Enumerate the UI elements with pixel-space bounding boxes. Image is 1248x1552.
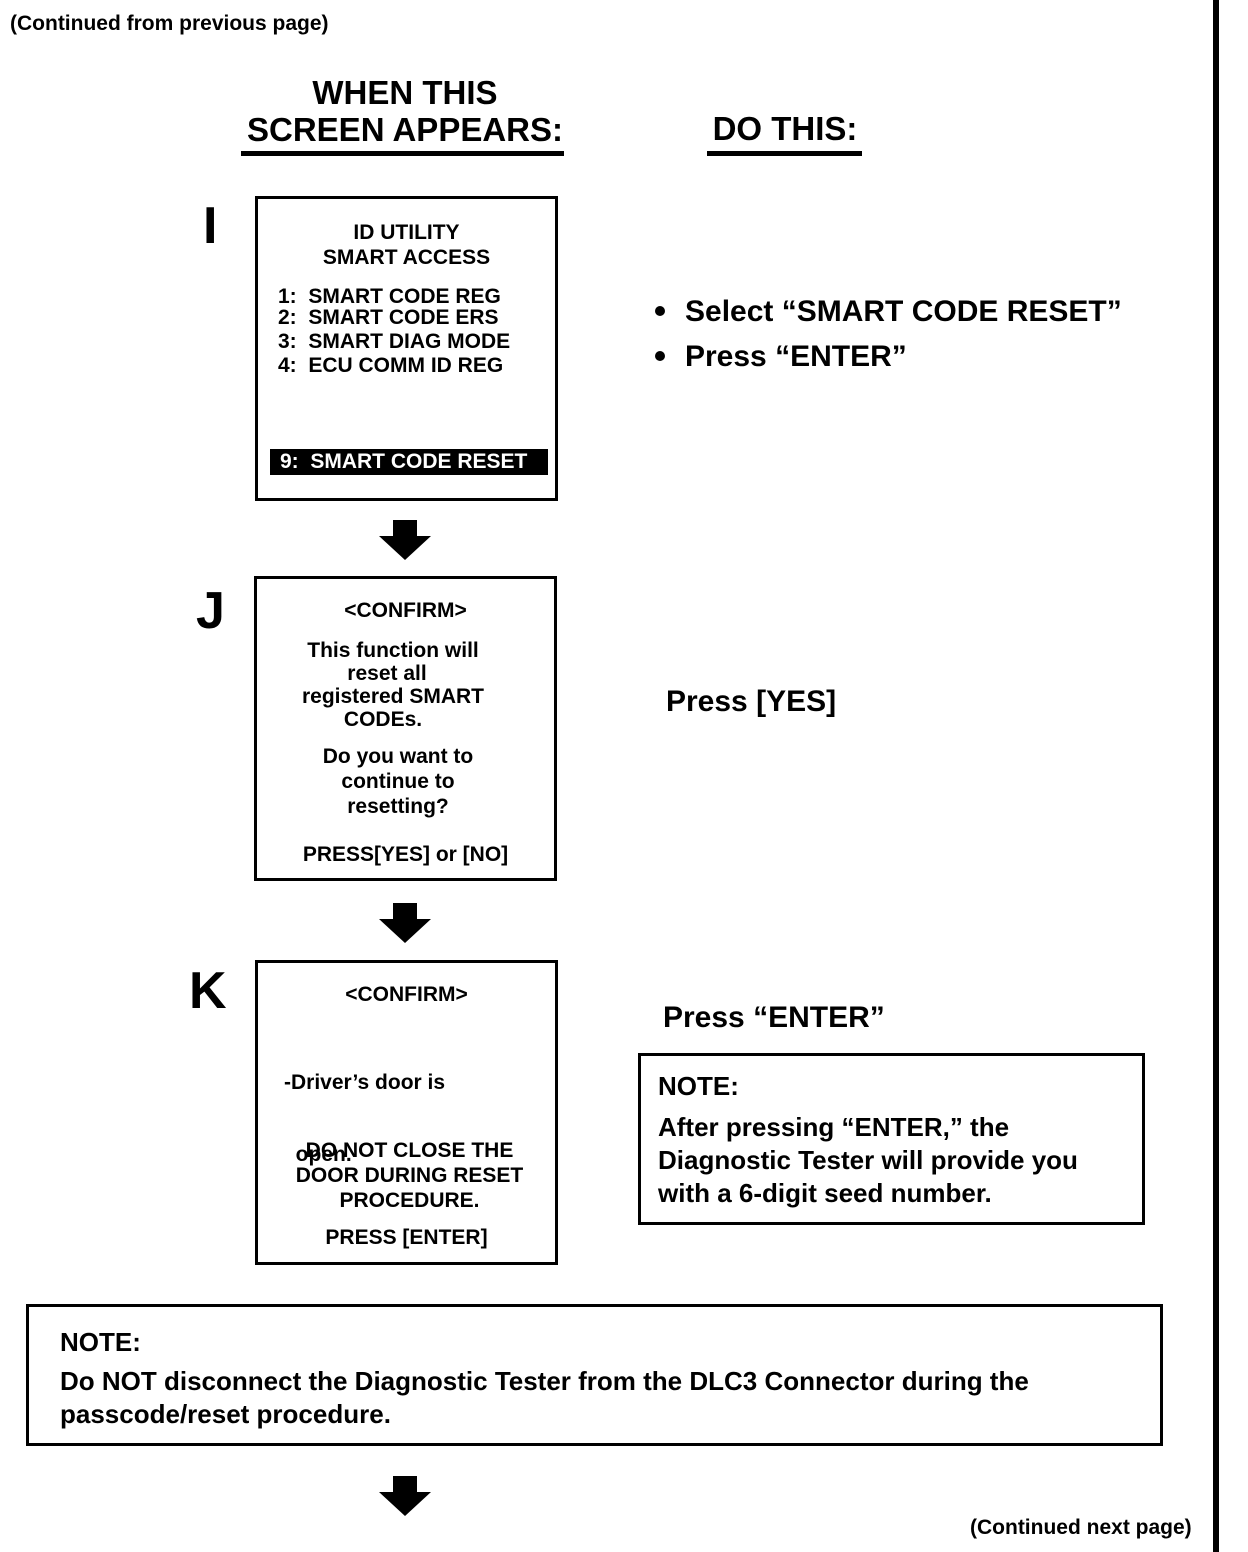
note-body-line: passcode/reset procedure. xyxy=(60,1399,391,1429)
bullet-icon xyxy=(655,306,665,317)
confirm-footer-enter[interactable]: PRESS [ENTER] xyxy=(325,1226,488,1249)
warning-line: PROCEDURE. xyxy=(339,1189,480,1212)
continued-next-label: (Continued next page) xyxy=(970,1516,1192,1539)
confirm-footer-yes-no[interactable]: PRESS[YES] or [NO] xyxy=(302,843,509,866)
confirm-message-2-line: resetting? xyxy=(347,795,449,818)
menu-item-smart-code-reset-selected[interactable]: 9: SMART CODE RESET xyxy=(270,449,548,475)
step-letter-j: J xyxy=(196,582,225,640)
note-title: NOTE: xyxy=(658,1071,739,1101)
screen-id-utility: ID UTILITY SMART ACCESS 1: SMART CODE RE… xyxy=(255,196,558,501)
instruction-i-1: Select “SMART CODE RESET” xyxy=(655,294,1122,330)
note-body-line: Diagnostic Tester will provide you xyxy=(658,1145,1078,1175)
do-not-close-warning: DO NOT CLOSE THE DOOR DURING RESET PROCE… xyxy=(258,1138,561,1213)
note-body: Do NOT disconnect the Diagnostic Tester … xyxy=(60,1365,1029,1431)
confirm-message-2: Do you want to continue to resetting? xyxy=(257,744,539,819)
confirm-message-1-line: CODEs. xyxy=(343,708,423,731)
screen-title-2: SMART ACCESS xyxy=(322,246,491,269)
step-letter-i: I xyxy=(203,197,218,255)
warning-line: DO NOT CLOSE THE xyxy=(305,1139,514,1162)
note-body: After pressing “ENTER,” the Diagnostic T… xyxy=(658,1111,1078,1210)
bullet-icon xyxy=(655,351,665,362)
header-left-underline xyxy=(241,151,564,156)
door-open-message: -Driver’s door is open. xyxy=(284,1023,445,1215)
instruction-list-i: Select “SMART CODE RESET” Press “ENTER” xyxy=(655,294,1122,375)
note-box-seed: NOTE: After pressing “ENTER,” the Diagno… xyxy=(638,1053,1145,1225)
header-when-screen-appears: WHEN THIS SCREEN APPEARS: xyxy=(240,74,570,148)
confirm-message-2-line: Do you want to xyxy=(322,745,474,768)
instruction-j: Press [YES] xyxy=(666,685,837,718)
screen-confirm-reset: <CONFIRM> This function will reset all r… xyxy=(254,576,557,881)
confirm-message-1: This function will reset all registered … xyxy=(257,639,529,731)
screen-title-1: ID UTILITY xyxy=(353,221,460,244)
screen-confirm-door: <CONFIRM> -Driver’s door is open. DO NOT… xyxy=(255,960,558,1265)
door-open-message-line: open. xyxy=(284,1143,352,1166)
down-arrow-icon xyxy=(379,520,431,560)
header-right-underline xyxy=(707,151,862,156)
note-body-line: After pressing “ENTER,” the xyxy=(658,1112,1010,1142)
note-box-do-not-disconnect: NOTE: Do NOT disconnect the Diagnostic T… xyxy=(26,1304,1163,1446)
confirm-message-1-line: registered SMART xyxy=(301,685,485,708)
step-letter-k: K xyxy=(189,962,227,1020)
menu-item-smart-diag-mode[interactable]: 3: SMART DIAG MODE xyxy=(278,330,511,353)
confirm-message-1-line: reset all xyxy=(347,662,427,685)
down-arrow-icon xyxy=(379,903,431,943)
door-open-message-line: -Driver’s door is xyxy=(284,1071,446,1094)
warning-line: DOOR DURING RESET xyxy=(295,1164,524,1187)
confirm-message-2-line: continue to xyxy=(341,770,455,793)
instruction-i-2-text: Press “ENTER” xyxy=(685,340,907,373)
menu-item-smart-code-reg[interactable]: 1: SMART CODE REG xyxy=(278,285,501,308)
header-left-line1: WHEN THIS xyxy=(312,74,498,111)
down-arrow-icon xyxy=(379,1476,431,1516)
confirm-message-1-line: This function will xyxy=(307,639,479,662)
note-body-line: with a 6-digit seed number. xyxy=(658,1178,992,1208)
header-do-this: DO THIS: xyxy=(712,110,858,147)
menu-list: 1: SMART CODE REG 2: SMART CODE ERS 3: S… xyxy=(278,285,510,378)
instruction-i-1-text: Select “SMART CODE RESET” xyxy=(685,295,1122,328)
confirm-header: <CONFIRM> xyxy=(345,983,468,1006)
header-left-line2: SCREEN APPEARS: xyxy=(247,111,563,148)
note-title: NOTE: xyxy=(60,1327,141,1357)
instruction-i-2: Press “ENTER” xyxy=(655,339,1122,375)
confirm-header: <CONFIRM> xyxy=(344,599,467,622)
page-edge-rule xyxy=(1213,0,1219,1552)
menu-item-smart-code-ers[interactable]: 2: SMART CODE ERS xyxy=(278,306,499,329)
instruction-k: Press “ENTER” xyxy=(663,1001,885,1034)
menu-item-ecu-comm-id-reg[interactable]: 4: ECU COMM ID REG xyxy=(278,354,504,377)
continued-from-label: (Continued from previous page) xyxy=(10,12,329,35)
note-body-line: Do NOT disconnect the Diagnostic Tester … xyxy=(60,1366,1029,1396)
